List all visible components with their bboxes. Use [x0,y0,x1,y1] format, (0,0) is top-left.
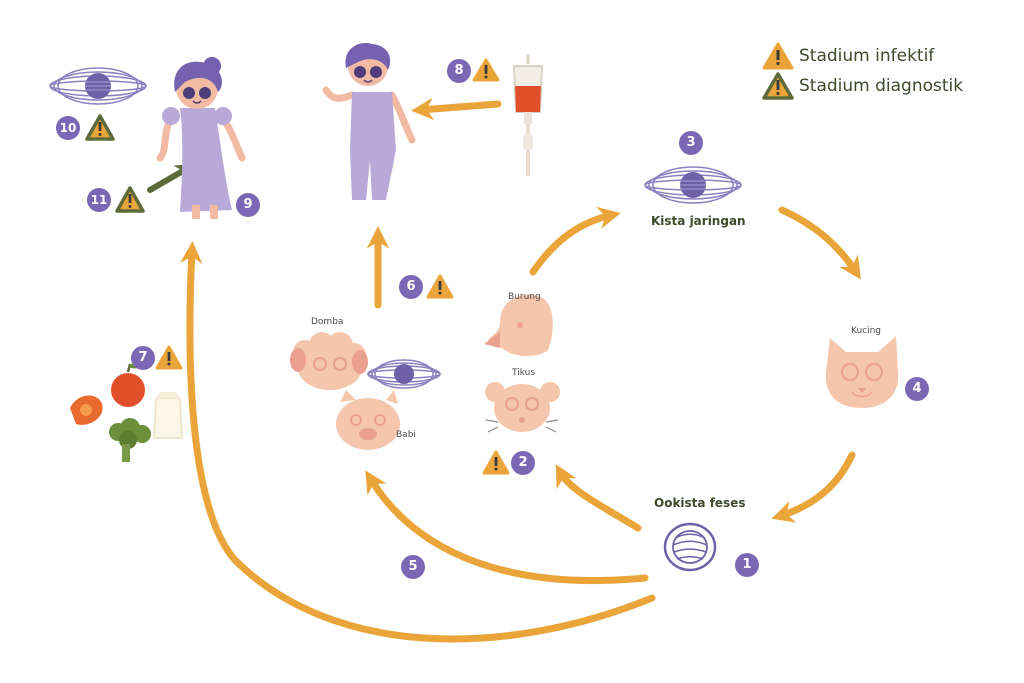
step-badge-9: 9 [236,193,260,217]
step-badge-2: 2 [511,451,535,475]
rat-icon [485,382,560,433]
woman-figure [156,57,246,219]
tissue-cyst-label: Kista jaringan [651,214,746,228]
infective-warning-icon-7 [155,345,183,370]
pig-icon [336,390,400,450]
legend-infective-icon [762,42,794,70]
step-badge-7: 7 [131,346,155,370]
food-icons [70,363,184,462]
step-badge-5: 5 [401,555,425,579]
rat-label: Tikus [512,368,536,378]
oocyst-icon [663,522,717,572]
arrow-rat-to-tissue-cyst [529,206,621,276]
cat-icon [825,336,899,408]
cycle-arrows [180,97,861,643]
arrow-oocyst-to-human-9 [180,241,656,643]
arrow-oocyst-to-rat [555,464,642,532]
bird-icon [484,295,553,356]
step-badge-3: 3 [679,131,703,155]
diagnostic-warning-icon-11 [115,186,145,213]
step-badge-1: 1 [735,553,759,577]
tissue-cyst-icon-main [644,166,742,204]
infective-warning-icon-6 [426,274,454,299]
arrow-cat-to-oocyst [771,451,856,523]
step-badge-10: 10 [56,116,80,140]
legend-diagnostic-label: Stadium diagnostik [799,76,964,96]
diagnostic-warning-icon-10 [85,114,115,141]
tissue-cyst-icon-livestock [367,359,441,389]
step-badge-11: 11 [87,188,111,212]
feces-oocyst-label: Ookista feses [654,496,746,510]
legend-infective-label: Stadium infektif [799,46,935,66]
infective-warning-icon-2 [482,450,510,475]
sheep-label: Domba [311,317,344,327]
tissue-cyst-icon-top-left [49,67,147,105]
legend-diagnostic-icon [762,72,794,100]
step-badge-8: 8 [447,59,471,83]
bird-label: Burung [508,292,541,302]
arrow-oocyst-to-livestock [365,470,649,585]
step-badge-4: 4 [905,377,929,401]
arrow-diagnostic-pointer [147,164,195,193]
cat-label: Kucing [851,326,882,336]
boy-figure [322,43,416,200]
iv-blood-bag-icon [512,54,544,176]
infective-warning-icon-8 [472,58,500,82]
pig-label: Babi [396,430,416,440]
arrow-tissue-cyst-to-cat [778,206,861,280]
arrow-transfusion-to-human [411,97,502,121]
step-badge-6: 6 [399,275,423,299]
sheep-icon [290,332,368,390]
